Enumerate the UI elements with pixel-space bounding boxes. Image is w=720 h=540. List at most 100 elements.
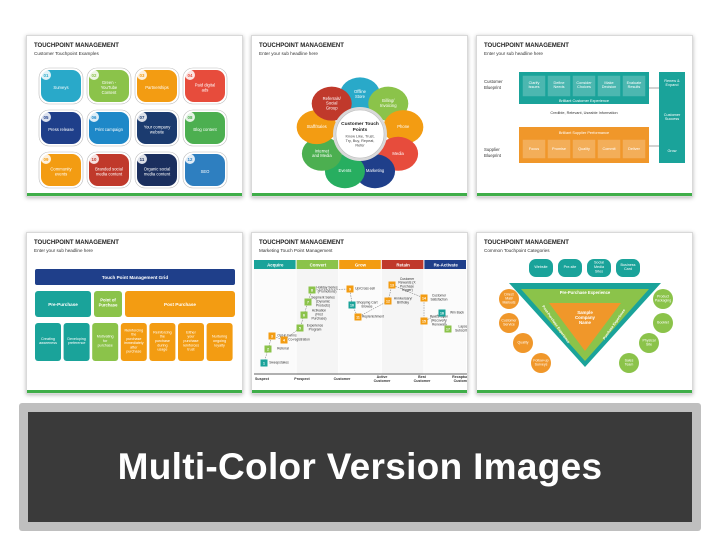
- slide-footer-bar: [27, 390, 242, 393]
- journey-step-label: (Dynamic: [316, 300, 330, 304]
- post-purchase-item-circle: [513, 333, 533, 353]
- customer-step-label: Evaluate: [627, 81, 642, 85]
- customer-blueprint-label: Customer: [484, 79, 503, 84]
- purchase-item-circle: [639, 333, 659, 353]
- example-label: ads: [202, 87, 209, 92]
- customer-step: [622, 75, 646, 97]
- touch-points-flower-graphic: OfflineStoreBilling/InvoicingPhoneMediaM…: [296, 77, 424, 189]
- example-card: [41, 154, 81, 186]
- example-number: 12: [188, 157, 193, 162]
- petal-label: Social: [326, 101, 337, 106]
- journey-step-label: (Promotions): [318, 289, 337, 293]
- center-text: Know Like, Trust,: [345, 135, 374, 139]
- example-number: 03: [140, 73, 145, 78]
- example-card: [89, 70, 129, 102]
- example-card: [89, 112, 129, 144]
- example-label: Organic social: [144, 167, 171, 172]
- grid-cell: [149, 323, 176, 361]
- grid-cell-label: purchase: [126, 337, 141, 341]
- journey-step-marker: [304, 298, 312, 306]
- top-category-label: Business: [621, 263, 636, 267]
- slide-footer-bar: [252, 390, 467, 393]
- slide-marketing-touch-point-management[interactable]: TOUCHPOINT MANAGEMENT Marketing Touch Po…: [251, 232, 468, 394]
- right-mid-label: Success: [665, 117, 679, 121]
- grid-cell-label: during: [157, 343, 167, 347]
- point-of-purchase-label: Purchase: [99, 302, 119, 307]
- example-label: Paid digital: [195, 83, 216, 88]
- grid-cell: [206, 323, 233, 361]
- petal-label: Events: [339, 168, 352, 173]
- slide-title: TOUCHPOINT MANAGEMENT: [484, 240, 569, 246]
- slide-subtitle: Enter your sub headline here: [484, 51, 543, 56]
- example-label: Community: [50, 167, 72, 172]
- petal-label: Invoicing: [380, 103, 397, 108]
- stage-column: [296, 269, 339, 375]
- purchase-item-label: Team: [625, 363, 634, 367]
- flower-petal: [301, 136, 342, 171]
- journey-step-marker: [384, 297, 392, 305]
- journey-step-label: Up/Cross-sell: [355, 287, 375, 291]
- example-number: 09: [44, 157, 49, 162]
- example-number: 02: [92, 73, 97, 78]
- grid-cell-label: after: [130, 345, 138, 349]
- band-mid-label: Credible, Relevant, Useable Information: [550, 111, 617, 115]
- example-card: [41, 70, 81, 102]
- grid-cell: [120, 323, 147, 361]
- supplier-step: [597, 139, 621, 159]
- journey-step-label: Products): [316, 303, 330, 307]
- journey-step-marker: [260, 359, 268, 367]
- petal-label: Media: [392, 151, 404, 156]
- purchase-item-label: Booklet: [657, 321, 669, 325]
- slide-common-touchpoint-categories[interactable]: TOUCHPOINT MANAGEMENT Common Touchpoint …: [476, 232, 693, 394]
- example-number: 05: [44, 115, 49, 120]
- journey-step-number: 15: [422, 320, 426, 324]
- grid-cell-label: purchase: [183, 339, 198, 343]
- slide-customer-touchpoint-examples[interactable]: TOUCHPOINT MANAGEMENT Customer Touchpoin…: [26, 35, 243, 197]
- purchase-item-circle: [619, 353, 639, 373]
- petal-label: Marketing: [366, 168, 385, 173]
- banner-title: Multi-Color Version Images: [117, 446, 603, 487]
- example-label: Print campaign: [95, 127, 124, 132]
- flower-petal: [355, 154, 396, 189]
- lifecycle-label: Customer: [374, 379, 391, 383]
- example-number: 06: [92, 115, 97, 120]
- post-purchase-item-circle: [499, 289, 519, 309]
- center-title: Points: [353, 127, 368, 133]
- example-label: Content: [102, 90, 118, 95]
- slide-customer-touch-points-flower[interactable]: TOUCHPOINT MANAGEMENT Enter your sub hea…: [251, 35, 468, 197]
- slide-subtitle: Customer Touchpoint Examples: [34, 51, 99, 56]
- top-category-label: Website: [534, 265, 547, 269]
- journey-step-number: 8: [311, 289, 313, 293]
- journey-step-marker: [420, 294, 428, 302]
- petal-label: and Media: [312, 153, 332, 158]
- journey-step-label: (Recovery/: [431, 319, 447, 323]
- grid-cell-label: reinforces: [183, 343, 199, 347]
- example-label: events: [55, 171, 67, 176]
- journey-step-label: Win Back: [450, 311, 464, 315]
- slide-customer-supplier-blueprint[interactable]: TOUCHPOINT MANAGEMENT Enter your sub hea…: [476, 35, 693, 197]
- center-title: Customer Touch: [341, 121, 379, 127]
- journey-step-number: 17: [446, 328, 450, 332]
- supplier-step-label: Quality: [578, 147, 590, 151]
- slide-subtitle: Marketing Touch Point Management: [259, 248, 333, 253]
- petal-label: Staff/Sales: [307, 124, 327, 129]
- example-number: 10: [92, 157, 97, 162]
- center-text: Try, Buy, Repeat,: [346, 139, 375, 143]
- journey-step-label: Customer: [432, 294, 447, 298]
- customer-step-label: Issues: [529, 85, 540, 89]
- journey-step-label: Activation: [312, 309, 326, 313]
- journey-step-label: Anniversary/: [394, 297, 412, 301]
- grid-cell-label: Reinforcing: [153, 330, 172, 334]
- post-purchase-item-label: Service: [503, 323, 515, 327]
- journey-step-number: 13: [390, 284, 394, 288]
- journey-step-marker: [280, 336, 288, 344]
- post-purchase-label: Post Purchase: [164, 302, 196, 307]
- journey-step-number: 3: [271, 335, 273, 339]
- journey-step-label: Shopping Cart: [356, 301, 377, 305]
- grid-cell: [63, 323, 90, 361]
- example-number-dot: [89, 154, 99, 164]
- slide-touch-point-management-grid[interactable]: TOUCHPOINT MANAGEMENT Enter your sub hea…: [26, 232, 243, 394]
- slide-title: TOUCHPOINT MANAGEMENT: [34, 240, 119, 246]
- connector-line: [649, 87, 659, 147]
